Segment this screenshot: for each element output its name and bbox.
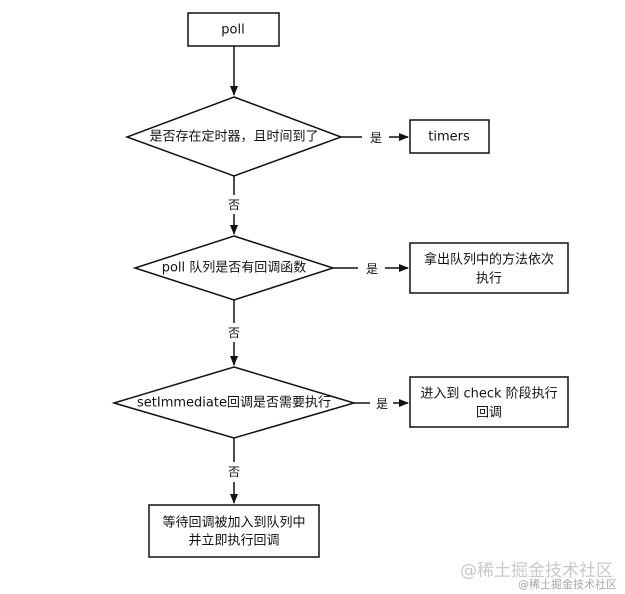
poll-queue-decision xyxy=(132,235,336,301)
poll-box xyxy=(187,12,280,47)
setimmediate-decision-label: setImmediate回调是否需要执行 xyxy=(137,396,331,411)
check-phase-box xyxy=(409,376,569,428)
edge-label-yes-setimmediate: 是 xyxy=(376,397,388,411)
setimmediate-decision xyxy=(111,366,357,439)
watermark-main: @稀土掘金技术社区 xyxy=(460,561,613,581)
timers-box xyxy=(409,119,490,154)
execute-queue-box xyxy=(409,242,569,294)
timers-decision xyxy=(124,96,344,177)
wait-callback-line-1: 等待回调被加入到队列中 xyxy=(162,515,305,531)
wait-callback-box xyxy=(148,504,320,558)
poll-label: poll xyxy=(221,23,244,38)
execute-queue-line-2: 执行 xyxy=(476,272,502,287)
timers-decision-label: 是否存在定时器，且时间到了 xyxy=(149,130,318,145)
execute-queue-line-1: 拿出队列中的方法依次 xyxy=(424,252,554,268)
edge-label-no-2: 否 xyxy=(228,326,240,340)
edge-label-yes-queue: 是 xyxy=(366,262,378,276)
wait-callback-line-2: 并立即执行回调 xyxy=(188,534,279,549)
poll-queue-decision-label: poll 队列是否有回调函数 xyxy=(162,261,307,276)
edge-label-no-3: 否 xyxy=(228,465,240,479)
edge-label-yes-timers: 是 xyxy=(370,131,382,145)
check-phase-line-2: 回调 xyxy=(476,406,502,421)
check-phase-line-1: 进入到 check 阶段执行 xyxy=(420,387,557,402)
watermark-sub: @稀土掘金技术社区 xyxy=(518,578,617,591)
edge-label-no-1: 否 xyxy=(228,198,240,212)
timers-label: timers xyxy=(428,130,470,145)
